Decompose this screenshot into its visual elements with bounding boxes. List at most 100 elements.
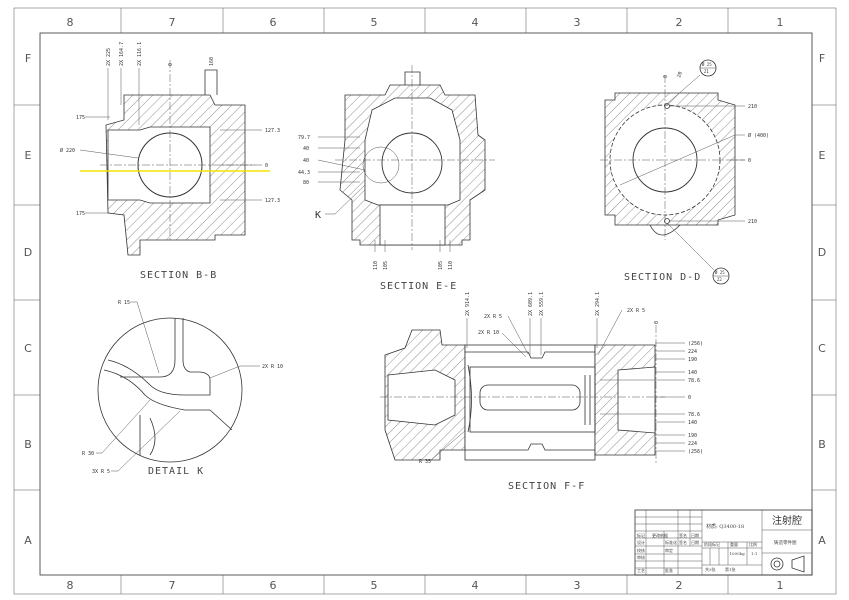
tb-label: 更改依据 xyxy=(652,532,668,538)
dim-label: 0 xyxy=(168,63,174,66)
view-title: SECTION D-D xyxy=(624,272,701,283)
tb-label: 标记 xyxy=(637,532,645,538)
dim-label: 2X 164.7 xyxy=(119,42,125,66)
row-label: F xyxy=(25,52,31,65)
tb-label: 日期 xyxy=(691,539,699,545)
dim-label: 2X 914.1 xyxy=(465,292,471,316)
tb-label: 设计 xyxy=(637,539,645,545)
dim-label: 105 xyxy=(438,261,444,270)
row-label: D xyxy=(818,246,826,259)
row-label: C xyxy=(818,342,826,355)
datum-balloon-z1: Ø 25 Z1 xyxy=(699,59,717,77)
dim-label: 80 xyxy=(303,180,309,186)
section-f-f: 2X 914.1 2X R 5 2X R 10 2X 609.1 2X 559.… xyxy=(380,292,703,492)
tb-label: 工艺 xyxy=(637,568,645,573)
dim-label: 2X R 5 xyxy=(627,308,645,314)
detail-k: R 15 2X R 10 R 30 3X R 5 DETAIL K xyxy=(82,300,283,477)
dim-label: 224 xyxy=(688,349,697,355)
row-label: A xyxy=(24,534,32,547)
projection-symbol-icon xyxy=(770,555,805,573)
dim-label: 127.3 xyxy=(265,128,280,134)
column-label: 5 xyxy=(371,16,378,29)
row-label: E xyxy=(819,149,826,162)
tb-label: 审定 xyxy=(665,547,673,553)
scale-value: 1:1 xyxy=(751,551,757,556)
view-title: SECTION F-F xyxy=(508,481,585,492)
datum-balloon-z2: Ø 25 Z2 xyxy=(712,267,730,285)
row-label: B xyxy=(818,438,826,451)
column-label: 8 xyxy=(67,579,74,592)
tb-label: 校核 xyxy=(637,547,645,553)
section-d-d: Ø 25 Z1 Ø 25 Z2 0 20 210 Ø (400) 0 210 S… xyxy=(600,59,769,285)
dim-label: 110 xyxy=(448,261,454,270)
dim-label: 2X 116.1 xyxy=(137,42,143,66)
column-label: 3 xyxy=(574,16,581,29)
dim-label: 2X 294.1 xyxy=(595,292,601,316)
sheet-number: 第1张 xyxy=(725,566,736,572)
view-title: SECTION E-E xyxy=(380,281,457,292)
tb-label: 审核 xyxy=(637,554,645,560)
column-label: 1 xyxy=(777,16,784,29)
dim-label: 0 xyxy=(688,395,691,401)
dim-label: 110 xyxy=(373,261,379,270)
row-label: A xyxy=(818,534,826,547)
column-label: 1 xyxy=(777,579,784,592)
dim-label: 175 xyxy=(76,211,85,217)
dim-label: 127.3 xyxy=(265,198,280,204)
row-label: C xyxy=(24,342,32,355)
dim-label: 44.3 xyxy=(298,170,310,176)
column-label: 8 xyxy=(67,16,74,29)
dim-label: 79.7 xyxy=(298,135,310,141)
dim-label: 105 xyxy=(383,261,389,270)
column-label: 6 xyxy=(270,16,277,29)
svg-text:Ø 25: Ø 25 xyxy=(702,62,712,67)
dim-label: 0 xyxy=(663,75,669,78)
dim-label: 0 xyxy=(748,158,751,164)
dim-label: R 30 xyxy=(82,451,94,457)
dim-label: 140 xyxy=(688,420,697,426)
sheet-count: 共3张 xyxy=(705,566,716,572)
column-label: 3 xyxy=(574,579,581,592)
column-label: 2 xyxy=(676,579,683,592)
tb-label: 签名 xyxy=(679,532,687,538)
title-block: 材质: Q3400-18 注射腔 铸造零件图 标记 更改依据 签名 日期 设计 … xyxy=(634,509,813,576)
row-label: B xyxy=(24,438,32,451)
tb-label: 重量 xyxy=(730,541,738,547)
dim-label: 2X 559.1 xyxy=(539,292,545,316)
dim-label: R 15 xyxy=(118,300,130,306)
dim-label: (256) xyxy=(688,341,703,347)
dim-label: 2X R 10 xyxy=(262,364,283,370)
column-label: 7 xyxy=(169,16,176,29)
part-name: 注射腔 xyxy=(772,514,802,527)
material-label: 材质: Q3400-18 xyxy=(706,523,744,530)
dim-label: 2X R 10 xyxy=(478,330,499,336)
drawing-frame: 8 7 6 5 4 3 2 1 8 7 6 5 4 3 2 1 F E D C … xyxy=(13,7,837,595)
row-label: F xyxy=(819,52,825,65)
dim-label: (256) xyxy=(688,449,703,455)
dim-label: Ø 220 xyxy=(60,147,75,154)
dim-label: 20 xyxy=(676,71,684,79)
dim-label: 0 xyxy=(265,163,268,169)
dim-label: 160 xyxy=(209,57,215,66)
tb-label: 阶段标记 xyxy=(704,541,720,547)
tb-label: 签名 xyxy=(679,539,687,545)
dim-label: 190 xyxy=(688,357,697,363)
dim-label: 40 xyxy=(303,158,309,164)
dim-label: 0 xyxy=(654,321,660,324)
view-title: DETAIL K xyxy=(148,466,204,477)
svg-text:Ø 25: Ø 25 xyxy=(715,270,725,275)
tb-label: 日期 xyxy=(691,532,699,538)
weight-value: 1000kg xyxy=(730,551,746,556)
column-label: 4 xyxy=(472,16,479,29)
view-title: SECTION B-B xyxy=(140,270,217,281)
dim-label: 210 xyxy=(748,219,757,225)
dim-label: 140 xyxy=(688,370,697,376)
column-label: 5 xyxy=(371,579,378,592)
dim-label: Ø (400) xyxy=(748,132,769,139)
dim-label: 2X R 5 xyxy=(484,314,502,320)
section-e-e: 79.7 40 40 44.3 80 K 110 105 105 110 SEC… xyxy=(298,65,495,292)
dim-label: 190 xyxy=(688,433,697,439)
drawing-type: 铸造零件图 xyxy=(774,539,797,546)
tb-label: 批准 xyxy=(665,567,673,573)
column-label: 4 xyxy=(472,579,479,592)
